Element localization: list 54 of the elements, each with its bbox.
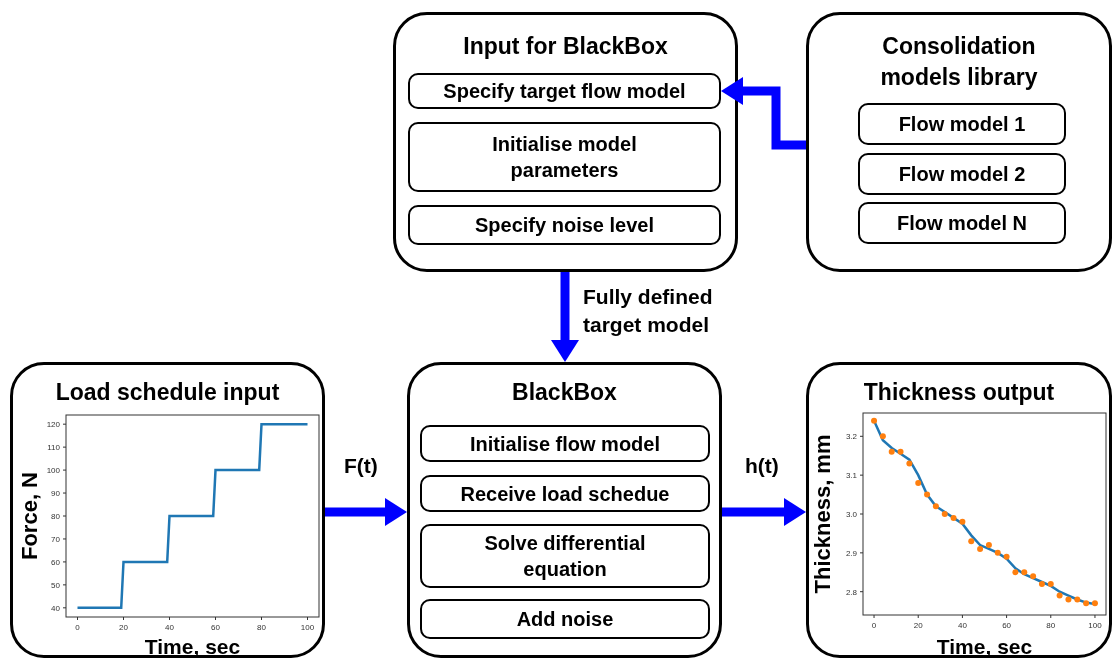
- tick-label: 3.0: [845, 510, 857, 519]
- tick-label: 3.2: [845, 432, 857, 442]
- tick-label: 80: [257, 623, 266, 632]
- tick-label: 60: [211, 623, 220, 632]
- step-box: Specify noise level: [408, 205, 721, 245]
- step-box: Flow model 1: [858, 103, 1066, 145]
- arrow: [721, 77, 806, 150]
- tick-label: 100: [1088, 621, 1102, 630]
- tick-label: 80: [1046, 621, 1056, 630]
- tick-label: 2.8: [845, 587, 857, 597]
- tick-label: 40: [165, 623, 174, 632]
- step-box: Flow model N: [858, 202, 1066, 244]
- tick-label: 100: [46, 466, 60, 476]
- step-box: Add noise: [420, 599, 710, 639]
- rounded-panel: [806, 362, 1112, 658]
- axis-label: Time, sec: [936, 635, 1033, 658]
- arrow: [551, 272, 579, 362]
- step-box: Solve differential equation: [420, 524, 710, 588]
- tick-label: 120: [46, 420, 60, 430]
- rounded-panel: [393, 12, 738, 272]
- tick-label: 70: [51, 534, 60, 544]
- panel-heading: Input for BlackBox: [462, 32, 669, 61]
- tick-label: 60: [51, 557, 60, 567]
- axis-label: Force, N: [17, 472, 42, 560]
- arrow: [722, 498, 806, 526]
- tick-label: 100: [300, 623, 315, 632]
- tick-label: 110: [47, 443, 60, 453]
- step-box: Initialise flow model: [420, 425, 710, 462]
- step-box: Initialise model parameters: [408, 122, 721, 192]
- arrow: [325, 498, 407, 526]
- panel-heading: Consolidation models library: [879, 32, 1039, 93]
- tick-label: 0: [75, 623, 80, 632]
- axis-label: Thickness, mm: [810, 434, 835, 594]
- panel-heading: Load schedule input: [54, 378, 281, 407]
- step-box: Receive load schedue: [420, 475, 710, 512]
- tick-label: 40: [957, 621, 967, 630]
- step-box: Specify target flow model: [408, 73, 721, 109]
- rounded-panel: [407, 362, 722, 658]
- tick-label: 90: [51, 489, 60, 499]
- rounded-panel: [10, 362, 325, 658]
- axis-label: Time, sec: [144, 635, 241, 658]
- tick-label: 0: [871, 621, 877, 630]
- tick-label: 2.9: [845, 548, 857, 558]
- tick-label: 50: [51, 580, 60, 590]
- tick-label: 80: [51, 512, 60, 521]
- tick-label: 3.1: [845, 471, 857, 481]
- panel-heading: BlackBox: [511, 378, 618, 407]
- tick-label: 60: [1002, 621, 1012, 630]
- rounded-panel: [806, 12, 1112, 272]
- panel-heading: Thickness output: [862, 378, 1056, 407]
- tick-label: 20: [913, 621, 923, 630]
- tick-label: 40: [51, 603, 60, 613]
- step-box: Flow model 2: [858, 153, 1066, 195]
- tick-label: 20: [119, 623, 128, 632]
